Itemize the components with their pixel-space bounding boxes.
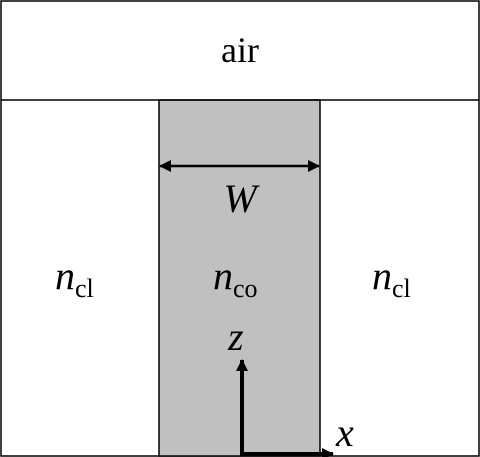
right-cladding-subscript: cl [392,274,411,303]
core-symbol: n [213,253,233,298]
right-cladding-symbol: n [372,253,392,298]
x-axis-label: x [335,410,354,455]
core-subscript: co [233,274,258,303]
air-label: air [221,30,259,70]
left-cladding-subscript: cl [75,274,94,303]
left-cladding-symbol: n [55,253,75,298]
core-region [158,99,321,457]
width-label: W [223,176,260,221]
z-axis-label: z [227,314,244,359]
core-label: nco [213,253,258,303]
right-cladding-label: ncl [372,253,411,303]
left-cladding-label: ncl [55,253,94,303]
